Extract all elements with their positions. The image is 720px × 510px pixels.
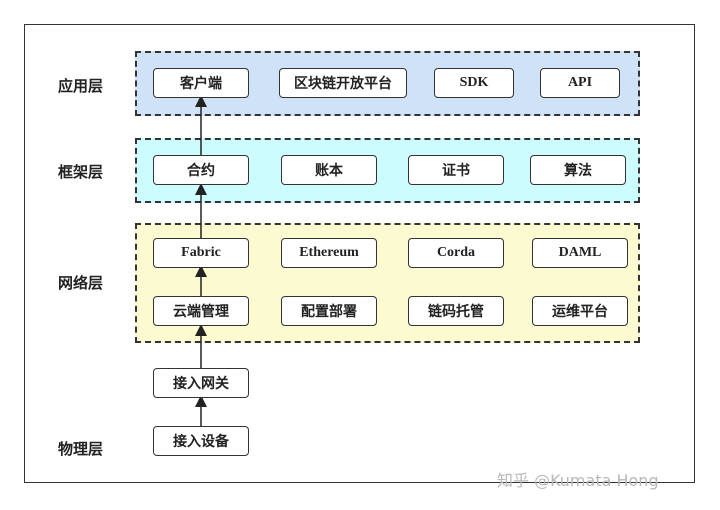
framework-layer-label: 框架层 <box>58 163 104 181</box>
node-algorithm: 算法 <box>530 155 626 185</box>
node-fabric: Fabric <box>153 238 249 268</box>
node-sdk: SDK <box>434 68 514 98</box>
source-credit: 知乎 @Kumata Hong <box>497 471 659 490</box>
node-chaincode-hosting: 链码托管 <box>408 296 504 326</box>
node-ledger: 账本 <box>281 155 377 185</box>
node-config-deploy: 配置部署 <box>281 296 377 326</box>
node-corda: Corda <box>408 238 504 268</box>
node-client: 客户端 <box>153 68 249 98</box>
node-blockchain-open-platform: 区块链开放平台 <box>279 68 407 98</box>
application-layer-label: 应用层 <box>58 77 104 95</box>
node-contract: 合约 <box>153 155 249 185</box>
node-daml: DAML <box>532 238 628 268</box>
node-ops-platform: 运维平台 <box>532 296 628 326</box>
node-access-device: 接入设备 <box>153 426 249 456</box>
node-api: API <box>540 68 620 98</box>
network-layer-label: 网络层 <box>58 274 104 292</box>
node-certificate: 证书 <box>408 155 504 185</box>
node-ethereum: Ethereum <box>281 238 377 268</box>
physical-layer-label: 物理层 <box>58 440 104 458</box>
node-access-gateway: 接入网关 <box>153 368 249 398</box>
node-cloud-management: 云端管理 <box>153 296 249 326</box>
